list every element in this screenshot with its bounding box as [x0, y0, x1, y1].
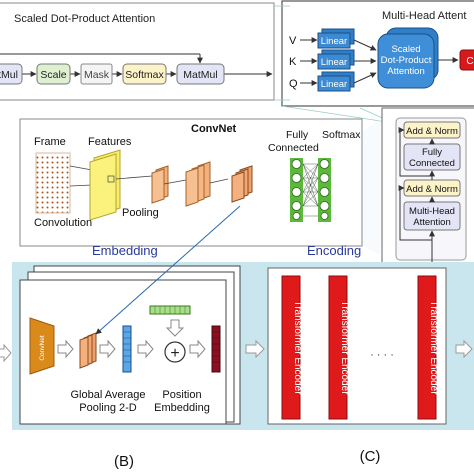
- mha-linear-q-label: Linear: [321, 79, 347, 90]
- gap-label-line1: Global Average: [70, 389, 145, 401]
- mha-linear-v: [317, 32, 351, 49]
- transformer-encoder-2-label: Transformer Encoder: [339, 300, 350, 395]
- input-arrow: [0, 343, 12, 363]
- input-frame-grid: [35, 152, 71, 214]
- pool-projection: [115, 175, 153, 180]
- pos-label-line1: Position: [162, 389, 201, 401]
- zoom-line-c: [281, 105, 401, 125]
- add-circle-symbol: +: [170, 345, 179, 362]
- pos-label-line2: Embedding: [154, 402, 210, 414]
- encoder-block-panel: Add & Norm Fully Connected Add & Norm Mu…: [381, 107, 474, 269]
- encoder-ellipsis: · · · ·: [370, 349, 394, 361]
- fc-label-line1: Fully: [286, 129, 309, 141]
- feature-receptive-field: [107, 175, 115, 183]
- sdpa-scale-label: Scale: [40, 69, 66, 81]
- mha-arrow-lq: [353, 72, 377, 84]
- convnet-frame-label: Frame: [34, 136, 66, 148]
- final-map-front: [231, 171, 245, 203]
- enc-residual-1: [398, 185, 432, 241]
- mha-block-line1: Multi-Head: [409, 206, 455, 217]
- output-arrow: [455, 339, 473, 359]
- mha-attention-line2: Dot-Product: [381, 55, 432, 66]
- softmax-label: Softmax: [322, 129, 361, 141]
- embedding-convnet-shape: [29, 317, 55, 375]
- encoding-header: Encoding: [307, 243, 361, 258]
- sdpa-scale-block: [36, 63, 71, 85]
- transformer-encoder-1: [281, 275, 301, 420]
- enc-residual-2: [398, 127, 432, 177]
- encoding-panel: Transformer Encoder Transformer Encoder …: [267, 267, 447, 425]
- feature-map-front: [89, 153, 117, 221]
- embed-arrow-4: [189, 339, 206, 359]
- gap-vector-cells: [123, 331, 131, 363]
- embed-arrow-3: [137, 339, 154, 359]
- panel-label-c: (C): [360, 448, 381, 465]
- convnet-features-label: Features: [88, 136, 132, 148]
- position-vector-cells: [154, 306, 186, 314]
- convnet-panel: ConvNet Frame Features Convolution Pooli…: [19, 118, 363, 247]
- fc-block-line2: Connected: [409, 158, 455, 169]
- convnet-to-embedding-link: [95, 205, 241, 335]
- gap-label-line2: Pooling 2-D: [79, 402, 137, 414]
- pooling-label: Pooling: [122, 207, 159, 219]
- transformer-encoder-n: [417, 275, 437, 420]
- transformer-encoder-1-label: Transformer Encoder: [292, 300, 303, 395]
- output-embedding-vector: [211, 325, 221, 373]
- mha-attention-line3: Attention: [387, 66, 425, 77]
- mha-input-q: Q: [289, 78, 298, 90]
- mha-linear-v-label: Linear: [321, 36, 347, 47]
- mha-input-v: V: [289, 35, 297, 47]
- convolution-label: Convolution: [34, 217, 92, 229]
- mha-title: Multi-Head Attent: [382, 10, 466, 22]
- embedding-panel: ConvNet + Global Average Poolin: [19, 205, 241, 425]
- mha-concat-block: [459, 49, 474, 71]
- pool-map-front: [151, 168, 165, 204]
- sdpa-mask-block: [80, 63, 113, 85]
- conv2-map-front: [185, 167, 199, 207]
- embedding-header: Embedding: [92, 243, 158, 258]
- sdpa-title: Scaled Dot-Product Attention: [14, 13, 155, 25]
- sdpa-matmul-right-block: [176, 63, 225, 85]
- transformer-encoder-n-label: Transformer Encoder: [428, 300, 439, 395]
- mha-input-k: K: [289, 56, 297, 68]
- fc-label-line2: Connected: [268, 142, 319, 154]
- embedding-convnet-label: ConvNet: [39, 335, 46, 360]
- embed-arrow-2: [99, 339, 116, 359]
- add-circle-icon: [164, 341, 186, 363]
- embed-arrow-down: [165, 319, 185, 337]
- embedding-feature-stack: [79, 332, 97, 369]
- sdpa-panel: Scaled Dot-Product Attention tMul Scale …: [0, 2, 275, 101]
- pool2-projection: [209, 178, 229, 184]
- mha-concat-label: C: [466, 56, 473, 67]
- mha-linear-q: [317, 75, 351, 92]
- convnet-title: ConvNet: [191, 123, 237, 135]
- fc-connections: [302, 163, 319, 217]
- sdpa-matmul-left-label: tMul: [0, 69, 18, 81]
- mha-arrow-lv: [353, 39, 377, 51]
- mha-block-line2: Attention: [413, 217, 451, 228]
- conv2-projection: [163, 179, 187, 185]
- mha-attention-line1: Scaled: [391, 44, 420, 55]
- embed-arrow-1: [57, 339, 74, 359]
- fc-block-line1: Fully: [422, 147, 442, 158]
- embedding-to-encoding-arrow: [245, 339, 265, 359]
- mha-linear-k-label: Linear: [321, 57, 347, 68]
- mha-linear-k: [317, 53, 351, 70]
- sdpa-matmul-right-label: MatMul: [183, 69, 217, 81]
- transformer-encoder-2: [328, 275, 348, 420]
- sdpa-softmax-label: Softmax: [125, 69, 164, 81]
- sdpa-matmul-left-block: [0, 63, 23, 85]
- add-norm-bottom-label: Add & Norm: [406, 184, 458, 195]
- sdpa-mask-label: Mask: [84, 69, 110, 81]
- fc-neurons: [291, 159, 330, 220]
- add-norm-top-label: Add & Norm: [406, 126, 458, 137]
- panel-label-b: (B): [114, 453, 134, 470]
- gap-vector: [122, 325, 132, 373]
- sdpa-softmax-block: [122, 63, 167, 85]
- output-embedding-cells: [212, 331, 220, 363]
- mha-attention-block: [377, 33, 435, 89]
- mha-panel: Multi-Head Attent V K Q Linear Linear Li…: [281, 0, 474, 107]
